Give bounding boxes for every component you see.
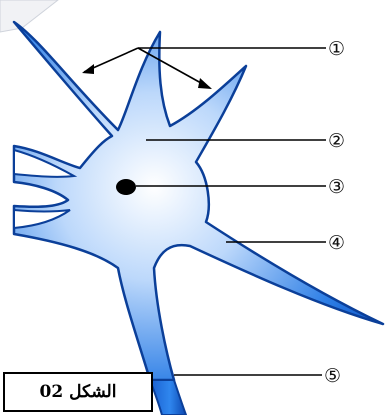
callout-1: ① bbox=[328, 38, 345, 60]
figure-caption-box: الشكل 02 bbox=[3, 372, 153, 412]
callout-2: ② bbox=[328, 130, 345, 152]
neuron-cell-body bbox=[14, 22, 383, 380]
nucleus bbox=[116, 179, 136, 195]
corner-watermark bbox=[0, 0, 58, 32]
axon bbox=[150, 380, 186, 415]
arrow-head-left bbox=[82, 64, 94, 74]
callout-5: ⑤ bbox=[324, 365, 341, 387]
callout-labels: ① ② ③ ④ ⑤ bbox=[324, 38, 345, 387]
arrow-head-right bbox=[198, 78, 212, 89]
figure-caption: الشكل 02 bbox=[40, 382, 117, 402]
callout-3: ③ bbox=[328, 176, 345, 198]
callout-4: ④ bbox=[328, 232, 345, 254]
